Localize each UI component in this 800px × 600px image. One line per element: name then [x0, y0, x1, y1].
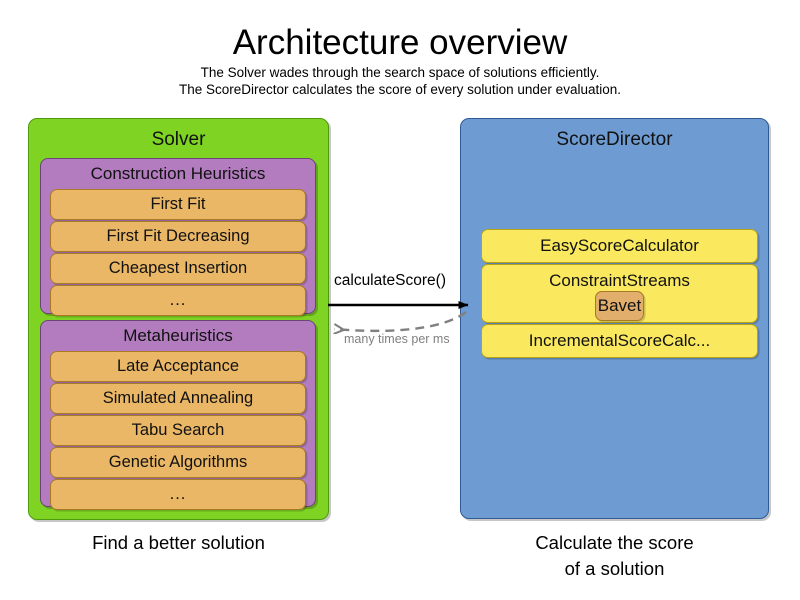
solver-caption: Find a better solution [92, 532, 265, 553]
subtitle-line-1: The Solver wades through the search spac… [200, 65, 600, 80]
item-metaheuristics-more[interactable]: ... [50, 479, 306, 510]
scoredirector-caption-line-2: of a solution [564, 558, 665, 579]
score-calculator-stack: EasyScoreCalculator ConstraintStreams Ba… [481, 229, 758, 359]
many-times-per-ms-arrow [334, 311, 467, 331]
scoredirector-caption: Calculate the score of a solution [460, 530, 769, 582]
calculate-score-label: calculateScore() [334, 272, 446, 289]
construction-heuristics-group: Construction Heuristics First Fit First … [40, 158, 316, 317]
item-construction-heuristics-more[interactable]: ... [50, 285, 306, 316]
score-box-easy-score-calculator[interactable]: EasyScoreCalculator [481, 229, 758, 263]
item-late-acceptance[interactable]: Late Acceptance [50, 351, 306, 382]
metaheuristics-title: Metaheuristics [123, 326, 233, 345]
solver-panel: Solver Construction Heuristics First Fit… [28, 118, 329, 520]
score-box-incremental-score-calculator[interactable]: IncrementalScoreCalc... [481, 324, 758, 358]
scoredirector-panel: ScoreDirector EasyScoreCalculator Constr… [460, 118, 769, 519]
many-times-per-ms-label: many times per ms [344, 332, 450, 346]
item-first-fit[interactable]: First Fit [50, 189, 306, 220]
item-first-fit-decreasing[interactable]: First Fit Decreasing [50, 221, 306, 252]
score-box-bavet[interactable]: Bavet [594, 291, 645, 321]
item-cheapest-insertion[interactable]: Cheapest Insertion [50, 253, 306, 284]
construction-heuristics-item-list: First Fit First Fit Decreasing Cheapest … [50, 189, 306, 317]
item-genetic-algorithms[interactable]: Genetic Algorithms [50, 447, 306, 478]
page-title: Architecture overview [232, 23, 568, 62]
subtitle-line-2: The ScoreDirector calculates the score o… [179, 82, 621, 97]
metaheuristics-item-list: Late Acceptance Simulated Annealing Tabu… [50, 351, 306, 511]
scoredirector-panel-title: ScoreDirector [556, 129, 673, 150]
item-tabu-search[interactable]: Tabu Search [50, 415, 306, 446]
solver-panel-title: Solver [151, 129, 206, 150]
score-box-constraint-streams[interactable]: ConstraintStreams Bavet [481, 264, 758, 323]
metaheuristics-group: Metaheuristics Late Acceptance Simulated… [40, 320, 316, 510]
construction-heuristics-title: Construction Heuristics [90, 164, 266, 183]
scoredirector-caption-line-1: Calculate the score [535, 532, 694, 553]
item-simulated-annealing[interactable]: Simulated Annealing [50, 383, 306, 414]
constraint-streams-label: ConstraintStreams [549, 271, 690, 290]
diagram-header: Architecture overview The Solver wades t… [0, 22, 800, 98]
